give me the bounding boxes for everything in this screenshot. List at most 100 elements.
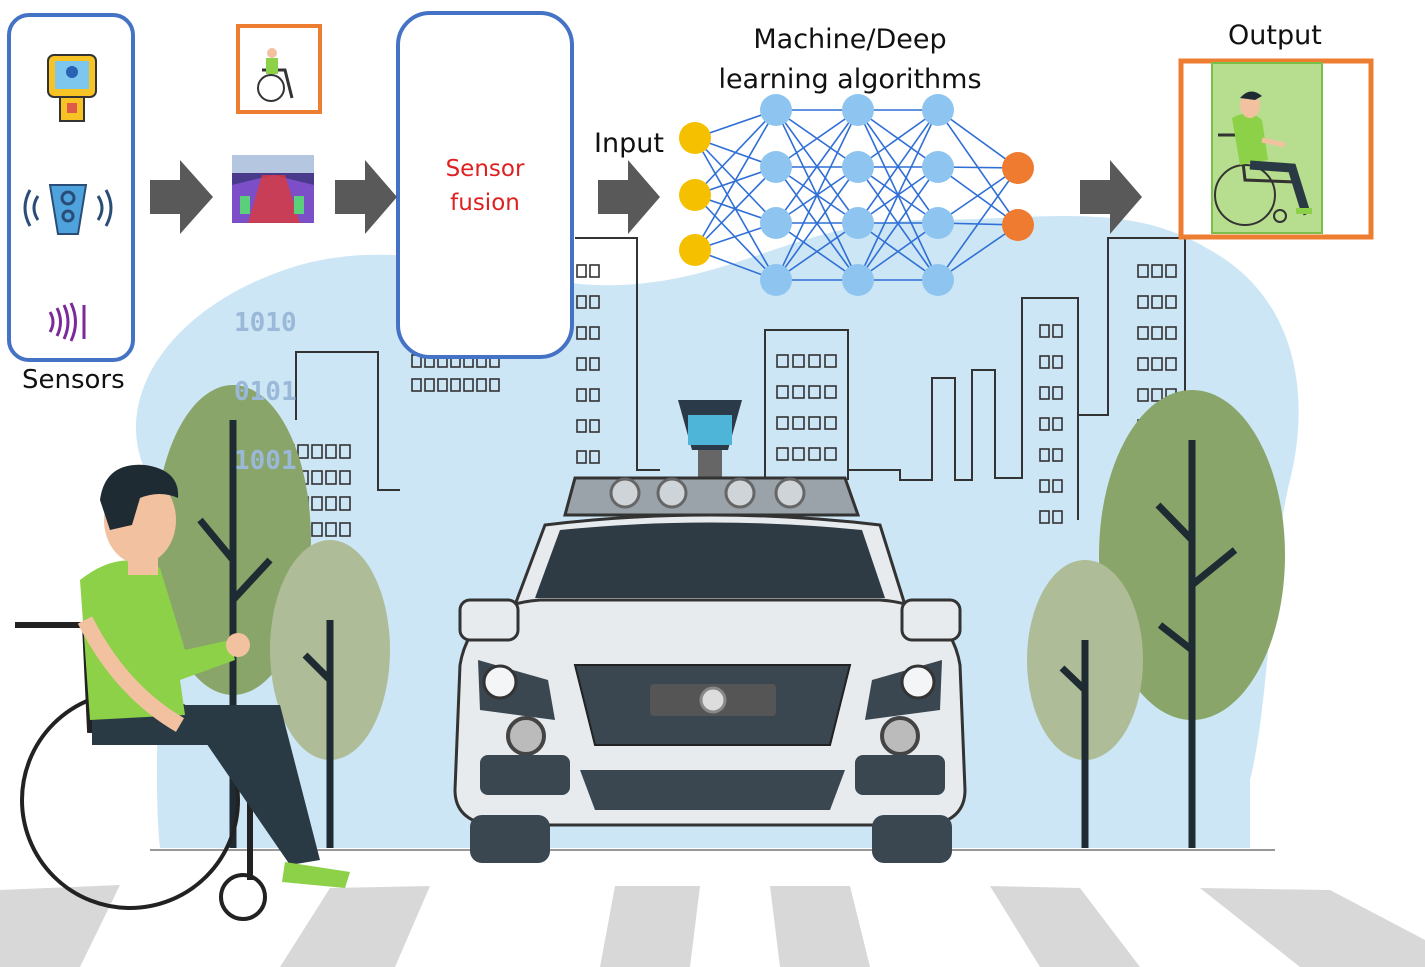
building-window (808, 416, 821, 430)
building-window (1039, 510, 1050, 524)
building-window (1151, 264, 1163, 278)
input-node (679, 122, 711, 154)
building-window (325, 470, 337, 485)
radar-speaker-icon (23, 184, 113, 235)
building-window (489, 378, 500, 392)
network-edge (937, 167, 1019, 224)
building-window (576, 264, 587, 278)
building-window (1039, 324, 1050, 338)
output-node (1002, 209, 1034, 241)
network-edge (937, 109, 1019, 169)
arrow-sensors-to-data (150, 160, 213, 234)
input-label: Input (594, 128, 664, 159)
network-edge (857, 109, 939, 224)
building-window (1137, 357, 1149, 371)
building-window (311, 444, 323, 459)
sensor-fusion-label: Sensor fusion (400, 152, 570, 220)
building-window (325, 496, 337, 511)
lidar-pointcloud-icon (232, 155, 314, 223)
crosswalk (0, 885, 1425, 967)
building-window (792, 354, 805, 368)
network-edge (775, 109, 859, 168)
building-window (463, 378, 474, 392)
building-window (776, 354, 789, 368)
hidden-node (842, 264, 874, 296)
building-window (1039, 355, 1050, 369)
hidden-node (842, 151, 874, 183)
ml-label-line1: Machine/Deep (753, 24, 947, 55)
building-window (424, 378, 435, 392)
building-window (576, 357, 587, 371)
building-window (1151, 295, 1163, 309)
hidden-node (760, 151, 792, 183)
building-window (1052, 510, 1063, 524)
ml-algorithms-label: Machine/Deep learning algorithms (700, 20, 1000, 100)
building-window (776, 416, 789, 430)
network-edge (694, 109, 777, 196)
autonomous-car (453, 400, 967, 863)
building-window (1165, 357, 1177, 371)
building-window (476, 378, 487, 392)
building-window (1052, 324, 1063, 338)
building-window (1151, 326, 1163, 340)
building-window (325, 522, 337, 537)
building-window (776, 385, 789, 399)
building-window (824, 354, 837, 368)
binary-row: 0101 (234, 377, 297, 407)
building-window (339, 522, 351, 537)
binary-data-text: 1010 0101 1001 (234, 266, 297, 496)
arrow-data-to-fusion (335, 160, 397, 234)
building-window (1151, 388, 1163, 402)
building-window (589, 295, 600, 309)
building-window (792, 385, 805, 399)
binary-row: 1001 (234, 446, 297, 476)
building-window (1039, 479, 1050, 493)
input-node (679, 234, 711, 266)
building-window (450, 378, 461, 392)
thermal-camera-icon (47, 54, 97, 122)
arrow-network-to-output (1080, 160, 1142, 234)
building-window (297, 444, 309, 459)
input-node (679, 179, 711, 211)
building-window (339, 496, 351, 511)
network-edge (694, 109, 777, 251)
arrow-fusion-to-network (598, 160, 660, 234)
sensors-label: Sensors (22, 365, 125, 395)
network-edge (694, 166, 777, 251)
building-window (1137, 326, 1149, 340)
building-window (808, 354, 821, 368)
sensor-fusion-box (396, 11, 574, 359)
sensor-fusion-label-line2: fusion (450, 190, 520, 216)
tree-right (1027, 390, 1285, 848)
sensors-box (7, 13, 135, 362)
network-edge (775, 109, 859, 224)
building-window (808, 385, 821, 399)
detected-person-icon (1214, 91, 1312, 226)
hidden-node (922, 151, 954, 183)
neural-network (679, 94, 1034, 296)
ml-label-line2: learning algorithms (718, 64, 982, 95)
sensor-fusion-label-line1: Sensor (445, 156, 525, 182)
tree-left (155, 385, 390, 848)
building-window (325, 444, 337, 459)
building-window (576, 326, 587, 340)
building-window (576, 419, 587, 433)
building-window (589, 450, 600, 464)
wheelchair-person-icon (257, 48, 294, 102)
hidden-node (922, 94, 954, 126)
building-window (1039, 448, 1050, 462)
network-edge (775, 222, 859, 281)
building-window (311, 496, 323, 511)
building-window (1052, 479, 1063, 493)
building-window (576, 450, 587, 464)
hidden-node (922, 207, 954, 239)
network-edge (937, 224, 1019, 281)
building-window (589, 326, 600, 340)
building-window (792, 416, 805, 430)
city-skyline (295, 237, 1186, 520)
flow-arrows (150, 160, 1142, 234)
hidden-node (760, 207, 792, 239)
network-edge (857, 166, 939, 281)
